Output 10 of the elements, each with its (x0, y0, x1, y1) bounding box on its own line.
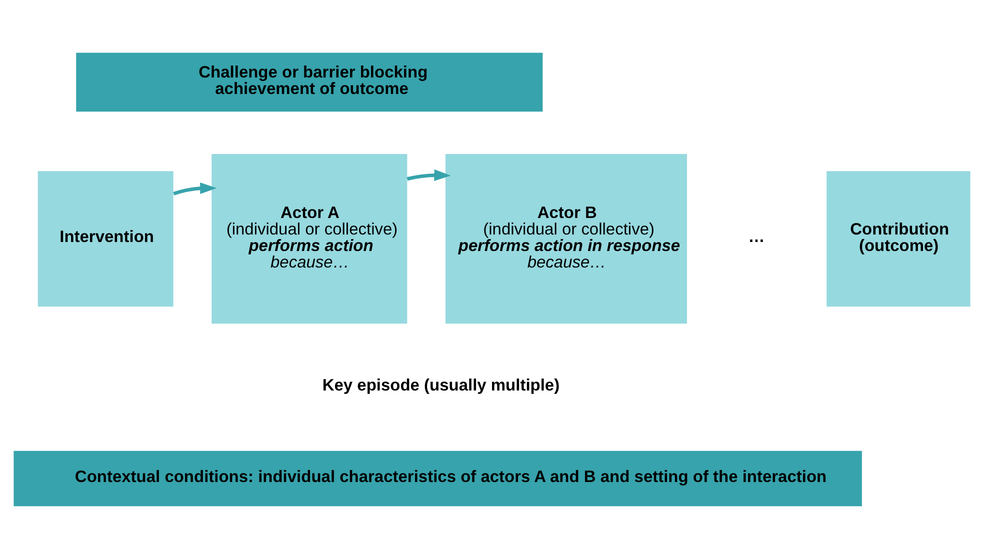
arrow (406, 168, 451, 180)
label: … (748, 228, 765, 246)
node-box: Intervention (38, 170, 174, 306)
node-box: Contextual conditions: individual characteristics of actors A and B and setting of the interaction (14, 450, 862, 506)
node-box: Actor B (individual or collective) performs action in response because… (445, 154, 687, 324)
node-box: Challenge or barrier blocking achievement of outcome (76, 52, 543, 112)
label: Key episode (usually multiple) (322, 376, 560, 394)
arrow (173, 182, 217, 195)
node-box: Contribution (outcome) (826, 170, 970, 306)
node-box: Actor A (individual or collective) performs action because… (212, 154, 408, 324)
